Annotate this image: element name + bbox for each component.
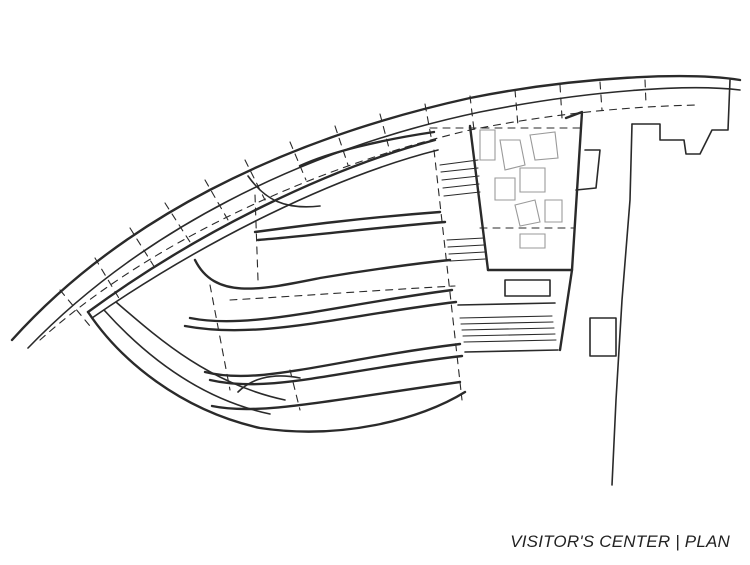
stairs: [439, 159, 557, 343]
interior-furniture: [479, 129, 563, 249]
terrace-guides: [209, 127, 581, 411]
visitor-building: [457, 110, 584, 353]
terrace-lines: [86, 130, 467, 433]
site-boundary: [10, 75, 742, 349]
drawing-caption: VISITOR'S CENTER | PLAN: [510, 532, 730, 551]
paving-grid: [39, 79, 701, 341]
adjacent-building: [575, 79, 731, 486]
